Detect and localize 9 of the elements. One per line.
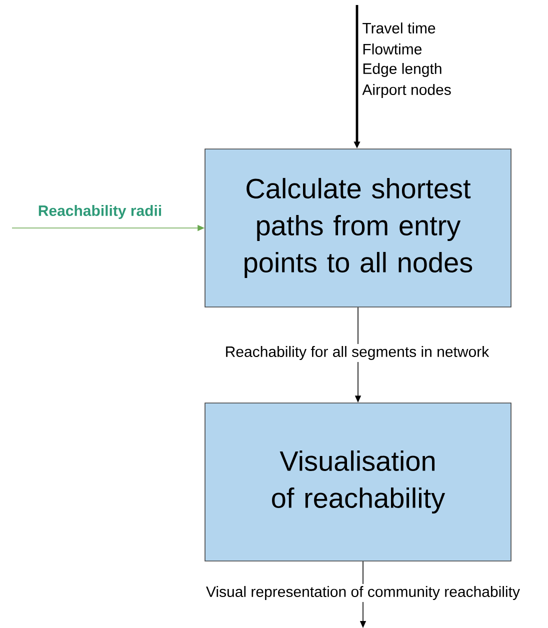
edge-label: Reachability radii	[38, 205, 162, 219]
input-label: Edge length	[363, 63, 442, 77]
process-box: Visualisation of reachability	[204, 402, 512, 562]
process-box: Calculate shortest paths from entry points to all nodes	[204, 148, 512, 308]
input-label: Airport nodes	[362, 84, 451, 98]
edge-label: Reachability for all segments in network	[222, 344, 492, 362]
edge-label: Visual representation of community reachability	[204, 584, 522, 602]
input-label: Flowtime	[363, 44, 422, 54]
input-label: Travel time	[362, 22, 436, 34]
